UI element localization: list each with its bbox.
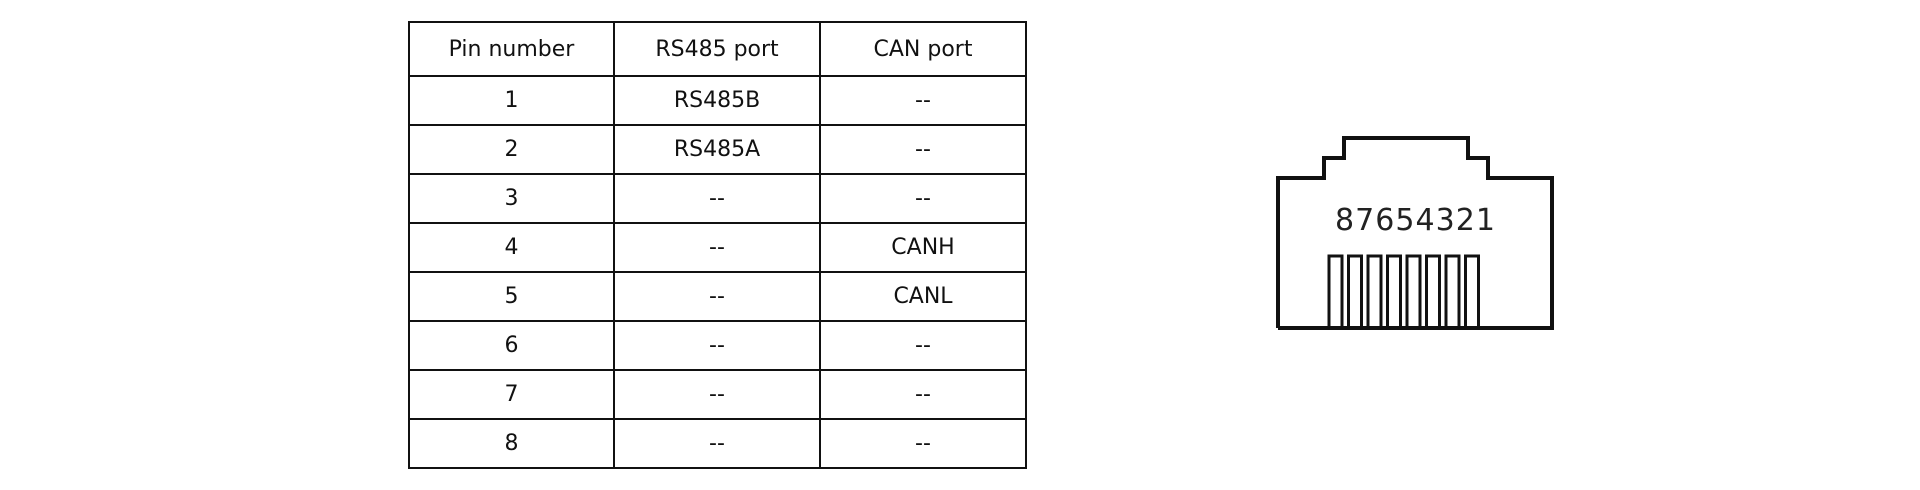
cell-pin-number: 4	[408, 222, 615, 273]
table-row: 4--CANH	[408, 222, 1027, 273]
connector-pin	[1444, 254, 1461, 330]
cell-can: CANL	[819, 271, 1027, 322]
cell-rs485: RS485A	[613, 124, 821, 175]
table-row: 3----	[408, 173, 1027, 224]
cell-pin-number: 2	[408, 124, 615, 175]
table-row: 6----	[408, 320, 1027, 371]
cell-pin-number: 8	[408, 418, 615, 469]
connector-pin	[1464, 254, 1480, 330]
cell-pin-number: 7	[408, 369, 615, 420]
table-row: 8----	[408, 418, 1027, 469]
table-header-row: Pin number RS485 port CAN port	[408, 21, 1027, 77]
cell-pin-number: 3	[408, 173, 615, 224]
connector-pin	[1425, 254, 1441, 330]
cell-rs485: --	[613, 369, 821, 420]
cell-pin-number: 1	[408, 75, 615, 126]
table-row: 7----	[408, 369, 1027, 420]
connector-outline	[1276, 136, 1554, 330]
cell-rs485: --	[613, 173, 821, 224]
connector-pin	[1347, 254, 1363, 330]
cell-can: --	[819, 173, 1027, 224]
cell-can: --	[819, 75, 1027, 126]
cell-can: CANH	[819, 222, 1027, 273]
connector-pin	[1386, 254, 1402, 330]
connector-pin-label: 87654321	[1335, 203, 1495, 238]
header-rs485-port: RS485 port	[613, 21, 821, 77]
cell-rs485: --	[613, 271, 821, 322]
cell-can: --	[819, 369, 1027, 420]
connector-pin	[1327, 254, 1344, 330]
cell-pin-number: 5	[408, 271, 615, 322]
cell-rs485: --	[613, 222, 821, 273]
cell-rs485: --	[613, 418, 821, 469]
cell-rs485: RS485B	[613, 75, 821, 126]
cell-can: --	[819, 320, 1027, 371]
cell-can: --	[819, 418, 1027, 469]
connector-pin	[1366, 254, 1383, 330]
cell-can: --	[819, 124, 1027, 175]
connector-pin	[1405, 254, 1422, 330]
cell-rs485: --	[613, 320, 821, 371]
connector-pins	[1327, 254, 1480, 330]
rj45-connector-diagram: 87654321	[1276, 136, 1554, 330]
cell-pin-number: 6	[408, 320, 615, 371]
header-pin-number: Pin number	[408, 21, 615, 77]
table-row: 5--CANL	[408, 271, 1027, 322]
header-can-port: CAN port	[819, 21, 1027, 77]
